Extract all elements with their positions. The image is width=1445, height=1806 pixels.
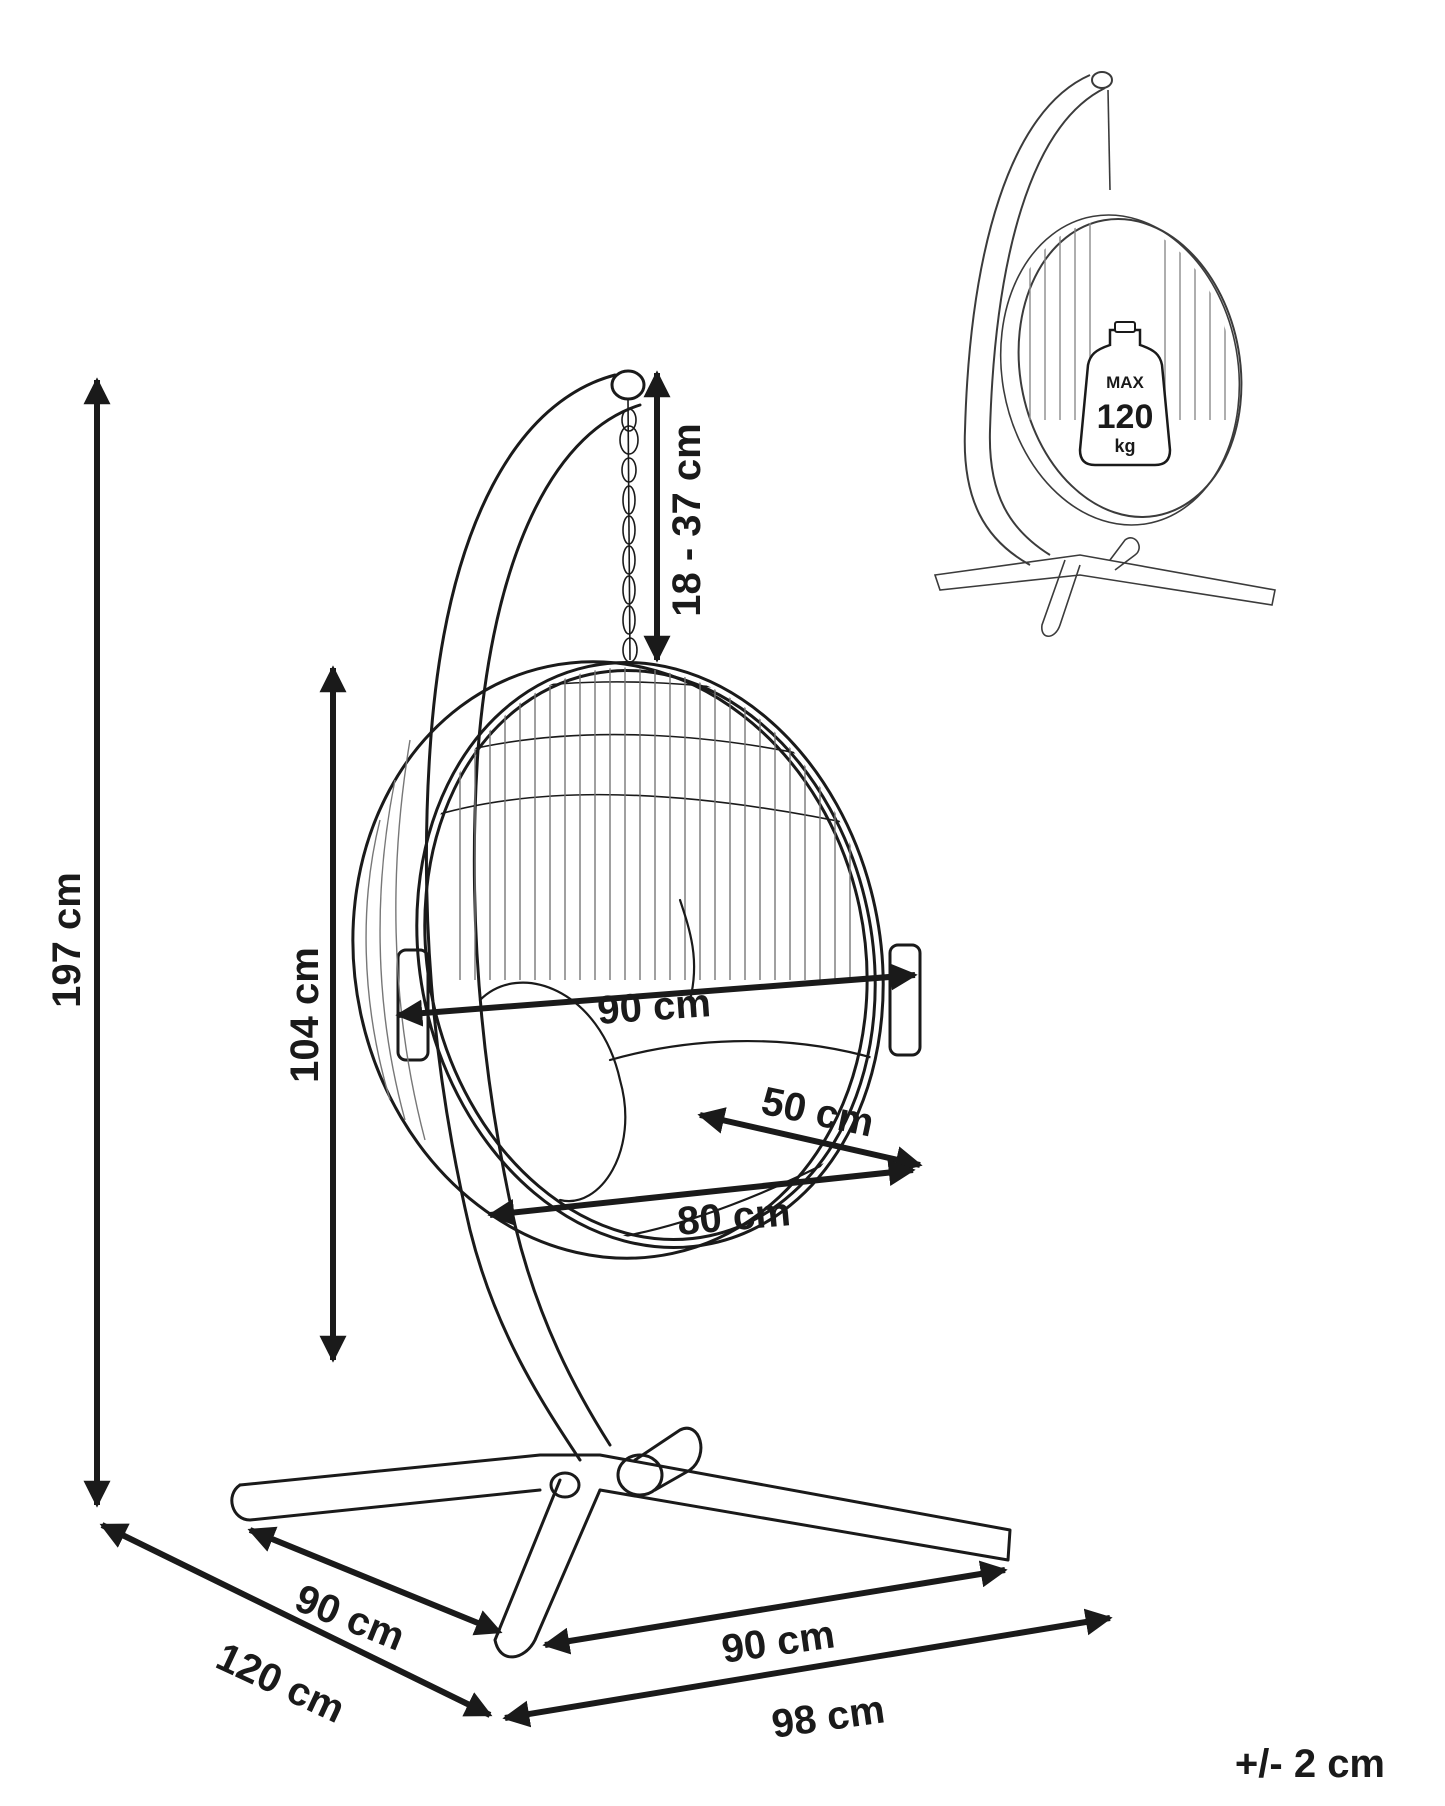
max-load-weight-icon: MAX 120 kg (1078, 321, 1172, 467)
arrow-seat-depth (697, 1107, 923, 1173)
label-total-height: 197 cm (45, 872, 89, 1008)
preview-chair-illustration (933, 71, 1276, 638)
label-seat-width: 80 cm (675, 1190, 792, 1244)
tolerance-note: +/- 2 cm (1235, 1742, 1385, 1786)
label-base-depth: 98 cm (769, 1687, 887, 1746)
max-load-value: 120 (1097, 398, 1154, 436)
max-load-label: MAX (1106, 373, 1144, 392)
arrow-chair-width (395, 963, 918, 1027)
label-base-width: 120 cm (210, 1635, 352, 1732)
arrow-base-depth (502, 1608, 1113, 1728)
max-load-unit: kg (1114, 436, 1135, 456)
arrow-base-width (99, 1522, 493, 1718)
label-chair-width: 90 cm (596, 981, 712, 1033)
arrow-seat-width (487, 1159, 916, 1226)
dimension-arrows (83, 370, 1113, 1728)
label-base-leg-right: 90 cm (719, 1612, 837, 1671)
label-chair-height: 104 cm (283, 947, 327, 1083)
chain (619, 399, 639, 663)
label-chain-length: 18 - 37 cm (665, 423, 709, 616)
